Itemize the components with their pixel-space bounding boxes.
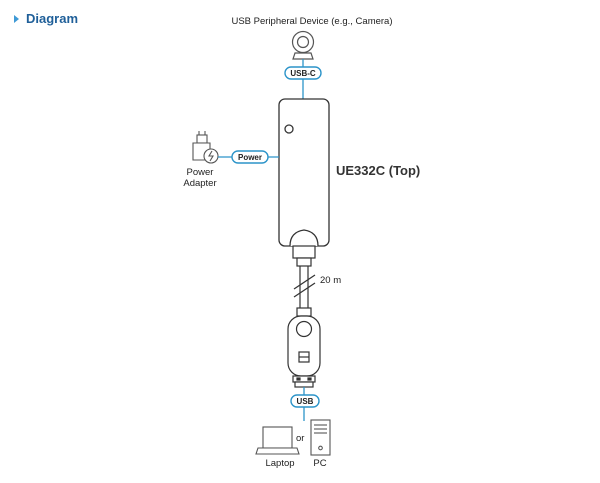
cable-strain-relief-top: [292, 245, 316, 267]
power-adapter-icon: [192, 131, 219, 164]
svg-text:USB-C: USB-C: [290, 69, 316, 78]
usb-c-tag: USB-C: [284, 66, 322, 80]
power-adapter-label-line1: Power: [187, 167, 214, 178]
laptop-icon: [255, 426, 300, 455]
ue332c-device: [278, 98, 330, 247]
power-adapter-label-line2: Adapter: [183, 178, 216, 189]
power-tag: Power: [231, 150, 269, 164]
extension-cable: [293, 266, 316, 308]
laptop-label: Laptop: [265, 458, 294, 469]
usb-tag: USB: [290, 394, 320, 408]
camera-icon: [291, 30, 315, 60]
usb-a-plug: [287, 307, 321, 388]
cable-length-label: 20 m: [320, 275, 341, 286]
pc-tower-icon: [310, 419, 331, 456]
svg-text:Power: Power: [238, 153, 262, 162]
device-name-label: UE332C (Top): [336, 163, 420, 178]
pc-label: PC: [313, 458, 326, 469]
peripheral-label: USB Peripheral Device (e.g., Camera): [231, 16, 392, 27]
section-heading: Diagram: [14, 11, 78, 26]
led-indicator-icon: [284, 124, 294, 134]
section-title: Diagram: [26, 11, 79, 26]
bullet-triangle-icon: [14, 14, 19, 23]
svg-text:USB: USB: [297, 397, 314, 406]
or-label: or: [296, 433, 304, 444]
